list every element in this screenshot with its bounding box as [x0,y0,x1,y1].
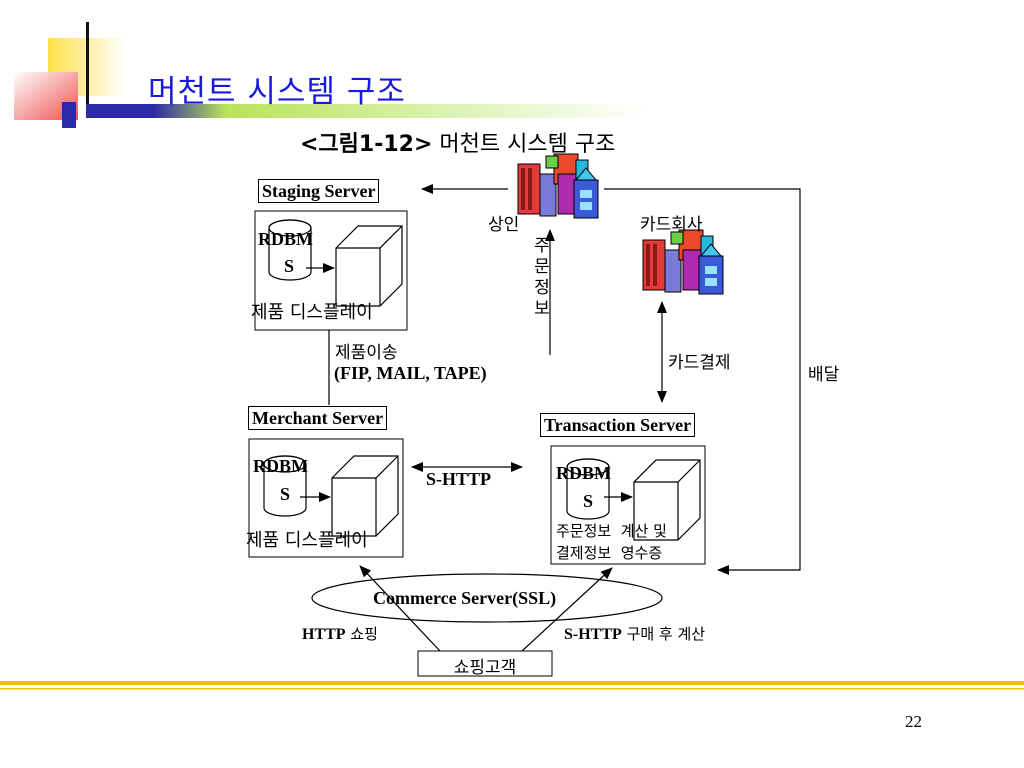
deco-navy-square [62,102,76,128]
delivery-line [604,188,801,575]
staging-db-label-1: RDBM [258,229,313,249]
product-transfer-label: 제품이송 [335,343,398,363]
staging-display-label: 제품 디스플레이 [251,302,373,323]
merchant-db-label-2: S [280,484,291,504]
http-shopping-prefix: HTTP [302,626,346,643]
bottom-rule-thick [0,681,1024,685]
order-info-label: 주문정보 [534,236,550,319]
transaction-db-label-2: S [583,491,594,511]
http-shopping-label: HTTP 쇼핑 [302,623,378,644]
caption-number: 1-12> [358,132,433,157]
caption-prefix: <그림 [300,132,359,157]
transaction-server-label: Transaction Server [540,413,696,437]
merchant-cube-icon [331,455,399,537]
deco-vertical-bar [86,22,89,118]
http-shopping-arrow [359,565,441,652]
transaction-db-label-1: RDBM [556,463,611,483]
figure-caption: <그림1-12> 머천트 시스템 구조 [300,126,615,158]
http-shopping-suffix: 쇼핑 [345,625,378,643]
header-decoration [14,22,646,128]
commerce-server-ellipse [311,573,663,623]
card-company-label: 카드회사 [640,215,703,235]
staging-db-label-2: S [284,256,295,276]
s-http-purchase-suffix: 구매 후 계산 [621,625,706,643]
commerce-server-label: Commerce Server(SSL) [373,588,557,608]
deco-title-underline [86,104,646,118]
merchant-server-label: Merchant Server [248,406,388,430]
merchant-building-icon [517,153,599,219]
card-company-building-icon [642,229,724,295]
delivery-label: 배달 [808,365,840,385]
caption-text: 머천트 시스템 구조 [432,132,616,157]
transaction-desc-line1: 주문정보 계산 및 [556,522,667,540]
s-http-purchase-prefix: S-HTTP [564,626,622,643]
s-http-label: S-HTTP [426,469,492,489]
card-payment-label: 카드결제 [668,353,731,373]
s-http-purchase-label: S-HTTP 구매 후 계산 [564,623,705,644]
staging-cube-icon [335,225,403,307]
merchant-db-label-1: RDBM [253,456,308,476]
slide-title: 머천트 시스템 구조 [148,74,406,110]
s-http-purchase-arrow [521,567,613,652]
transaction-desc-line2: 결제정보 영수증 [556,544,663,562]
shopper-box [417,650,553,677]
page-number: 22 [905,712,922,731]
bottom-rule-thin [0,688,1024,690]
transfer-media-label: (FIP, MAIL, TAPE) [334,363,487,383]
staging-server-label: Staging Server [258,179,380,203]
merchant-party-label: 상인 [488,215,520,235]
shopper-label: 쇼핑고객 [453,658,517,678]
merchant-display-label: 제품 디스플레이 [246,530,368,551]
